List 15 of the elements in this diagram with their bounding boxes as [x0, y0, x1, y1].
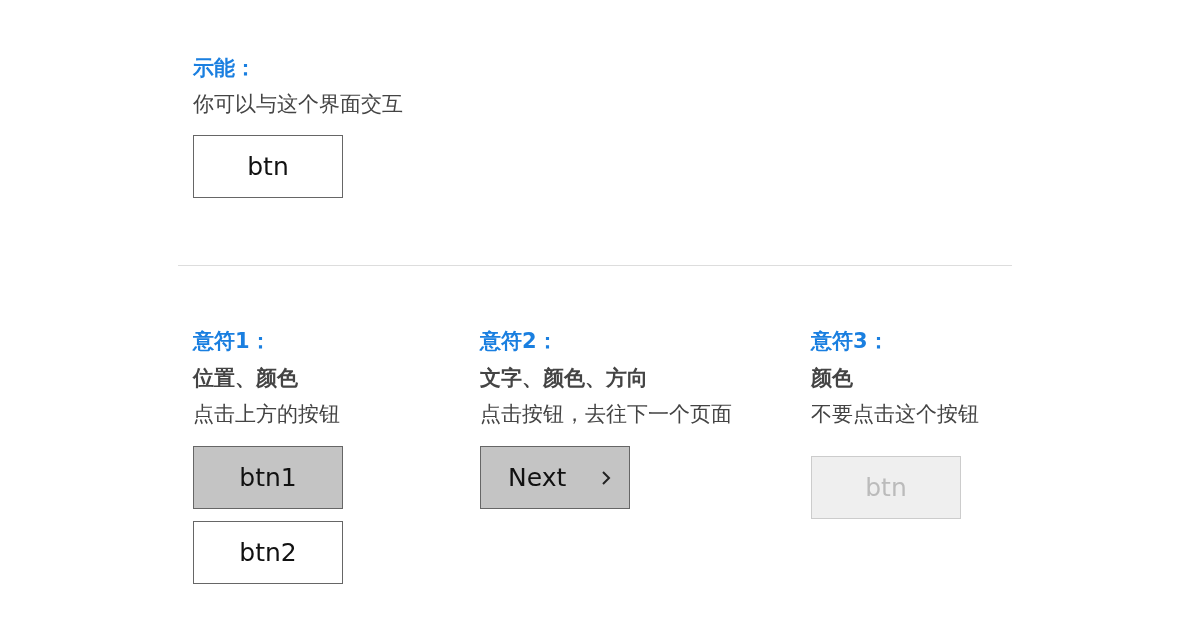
section-heading: 意符2：: [480, 328, 558, 354]
section-heading: 意符3：: [811, 328, 889, 354]
description-text: 你可以与这个界面交互: [193, 91, 403, 117]
next-button: Next: [480, 446, 630, 509]
description-text: 不要点击这个按钮: [811, 401, 979, 427]
button: btn: [193, 135, 343, 198]
signifier-features: 文字、颜色、方向: [480, 365, 648, 391]
button: btn1: [193, 446, 343, 509]
signifier-features: 位置、颜色: [193, 365, 298, 391]
button: btn2: [193, 521, 343, 584]
section-heading: 意符1：: [193, 328, 271, 354]
section-heading: 示能：: [193, 55, 256, 81]
description-text: 点击按钮，去往下一个页面: [480, 401, 732, 427]
description-text: 点击上方的按钮: [193, 401, 340, 427]
signifier-features: 颜色: [811, 365, 853, 391]
